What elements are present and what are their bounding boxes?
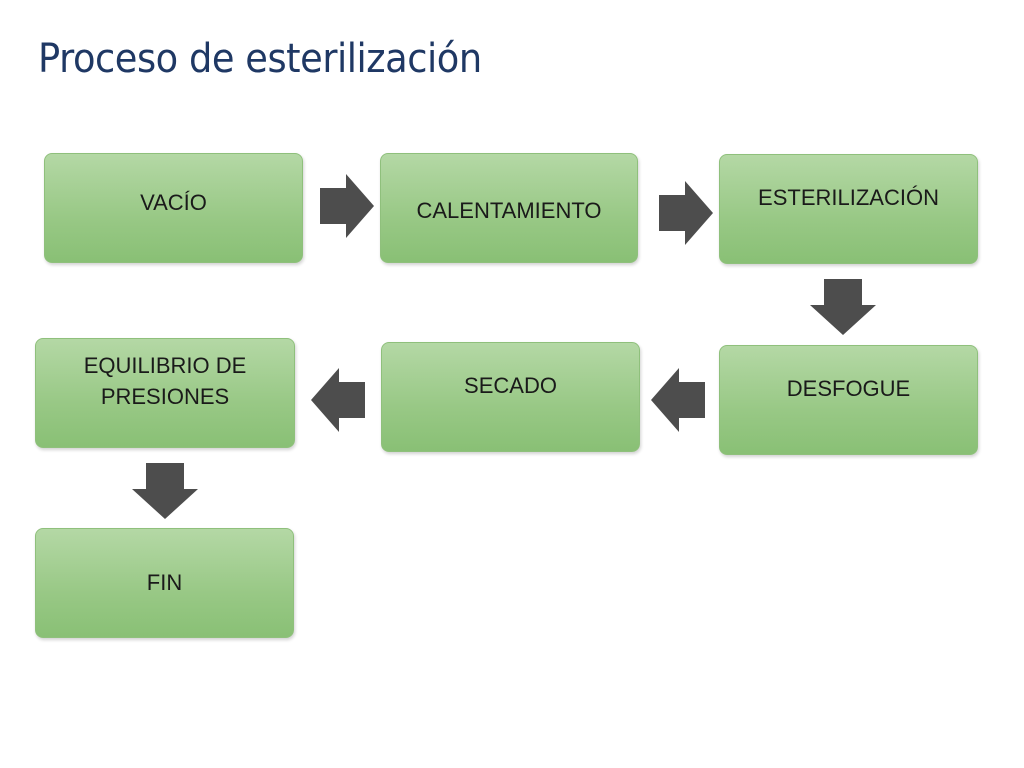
step-label: FIN <box>146 569 183 595</box>
step-label: DESFOGUE <box>786 376 911 401</box>
step-fin: FIN <box>35 528 294 638</box>
arrow-left-icon <box>651 368 705 432</box>
arrow-left-icon <box>311 368 365 432</box>
arrow-right-icon <box>659 181 713 245</box>
step-label: CALENTAMIENTO <box>416 198 602 223</box>
step-label: SECADO <box>464 373 557 398</box>
step-label: VACÍO <box>140 190 207 215</box>
arrow-down-icon <box>810 279 876 335</box>
step-label: EQUILIBRIO DE PRESIONES <box>83 353 247 409</box>
step-equilibrio-de-presiones: EQUILIBRIO DE PRESIONES <box>35 338 295 448</box>
step-label: ESTERILIZACIÓN <box>758 185 939 210</box>
step-secado: SECADO <box>381 342 640 452</box>
step-esterilizacion: ESTERILIZACIÓN <box>719 154 978 264</box>
arrow-down-icon <box>132 463 198 519</box>
step-calentamiento: CALENTAMIENTO <box>380 153 638 263</box>
slide-title: Proceso de esterilización <box>38 36 482 82</box>
arrow-right-icon <box>320 174 374 238</box>
step-vacio: VACÍO <box>44 153 303 263</box>
step-desfogue: DESFOGUE <box>719 345 978 455</box>
